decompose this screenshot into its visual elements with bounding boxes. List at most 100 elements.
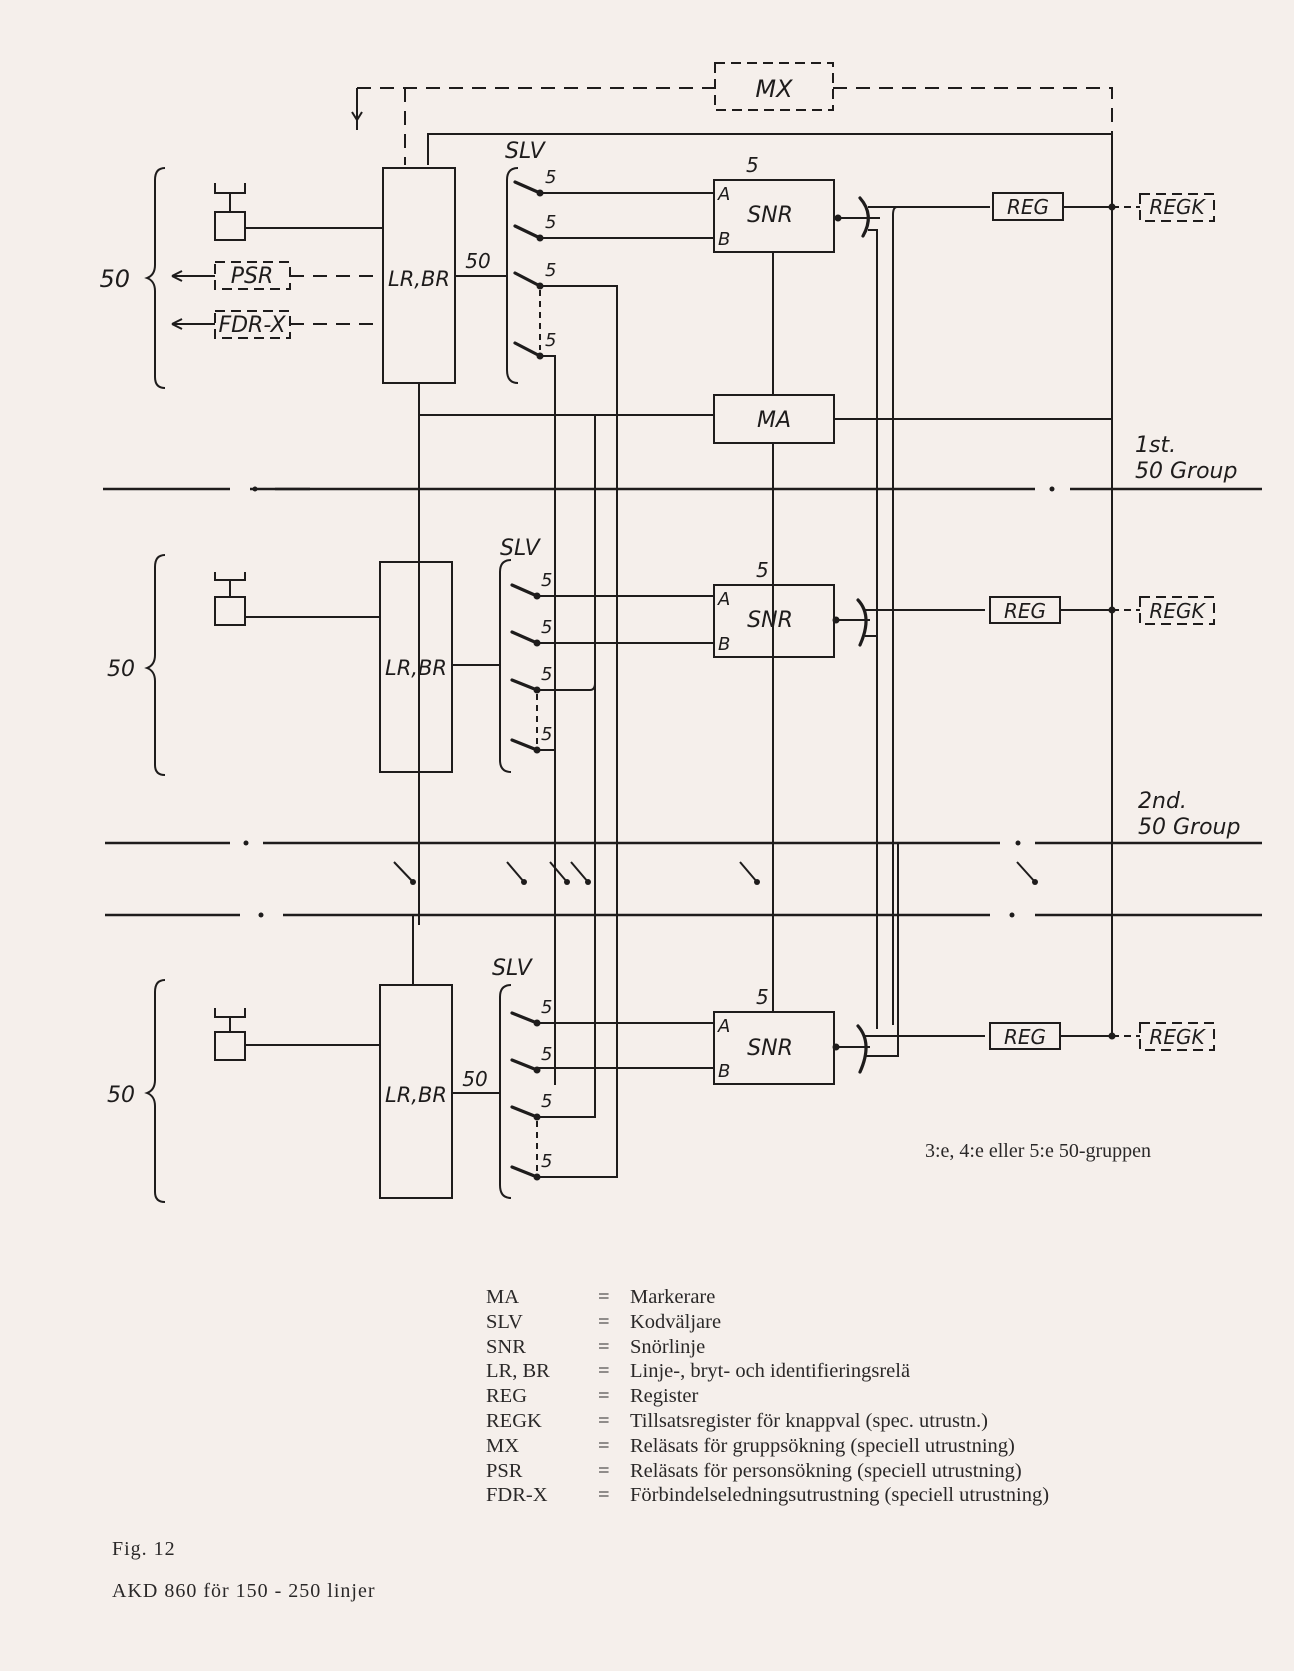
group-2-label-line2: 50 Group xyxy=(1138,815,1240,840)
legend-eq: = xyxy=(598,1360,610,1383)
jack-wires xyxy=(865,843,985,1057)
legend-item: LR, BR = Linje-, bryt- och identifieringsr… xyxy=(486,1359,1049,1384)
separator-dot xyxy=(1015,840,1021,846)
legend-desc: Markerare xyxy=(630,1286,716,1308)
group-2-brace xyxy=(144,554,166,776)
mx-box xyxy=(714,62,834,111)
slv-bracket xyxy=(506,167,519,384)
snr-label: SNR xyxy=(747,1036,793,1061)
figure-title: AKD 860 för 150 - 250 linjer xyxy=(112,1580,376,1602)
slv-count: 5 xyxy=(545,167,556,188)
legend: MA=Markerare SLV=Kodväljare SNR=Snörlinj… xyxy=(486,1285,1049,1508)
slv-count: 5 xyxy=(541,617,552,638)
legend-abbr: MX xyxy=(486,1434,520,1457)
psr-label: PSR xyxy=(231,264,274,289)
slv-label: SLV xyxy=(500,536,542,561)
slv-count: 5 xyxy=(541,1151,552,1172)
additional-groups-note: 3:e, 4:e eller 5:e 50-gruppen xyxy=(925,1140,1152,1162)
legend-eq: = xyxy=(598,1484,610,1507)
regk-box xyxy=(1139,596,1215,625)
group-link-switches xyxy=(393,861,1038,885)
legend-desc: Linje-, bryt- och identifieringsrelä xyxy=(630,1360,911,1383)
contact-dot xyxy=(832,616,840,624)
regk-label: REGK xyxy=(1149,599,1206,623)
snr-count: 5 xyxy=(756,558,769,582)
legend-desc: Reläsats för personsökning (speciell utr… xyxy=(630,1459,1022,1482)
slv-label: SLV xyxy=(505,139,547,164)
group-1-line-count: 50 xyxy=(99,265,130,293)
legend-desc: Tillsatsregister för knappval (spec. utr… xyxy=(630,1409,988,1432)
slv-bracket xyxy=(499,559,512,773)
slv-count: 5 xyxy=(541,570,552,591)
legend-abbr: LR, BR xyxy=(486,1360,550,1383)
slv-count: 5 xyxy=(541,664,552,685)
separator-dot xyxy=(258,912,264,918)
group-1-label-line2: 50 Group xyxy=(1135,459,1237,484)
regk-label: REGK xyxy=(1149,1025,1206,1049)
legend-desc: Snörlinje xyxy=(630,1335,706,1358)
legend-item: PSR=Reläsats för personsökning (speciell… xyxy=(486,1459,1049,1484)
telephone-icon xyxy=(214,183,246,212)
legend-eq: = xyxy=(598,1459,610,1482)
reg-label: REG xyxy=(1004,1025,1046,1049)
group-1-brace xyxy=(144,167,166,389)
contact-dot xyxy=(521,879,527,885)
legend-item: MA=Markerare xyxy=(486,1285,1049,1310)
telephone-set xyxy=(214,1031,246,1061)
legend-abbr: REG xyxy=(486,1385,527,1408)
group-1-label-line1: 1st. xyxy=(1135,433,1176,458)
mx-unit: MX xyxy=(351,62,1113,170)
lr-br-box xyxy=(379,561,453,773)
slv-count: 5 xyxy=(541,724,552,745)
reg-link xyxy=(1060,915,1113,1037)
slv-bracket xyxy=(499,984,512,1199)
separator-dot xyxy=(243,840,249,846)
group-3-brace xyxy=(144,979,166,1203)
contact-dot xyxy=(585,879,591,885)
slv-switch-contacts xyxy=(510,1011,539,1179)
group-2-line-count: 50 xyxy=(107,657,135,682)
jack-icon xyxy=(858,196,870,238)
slv-outputs xyxy=(537,595,714,751)
legend-item: SNR = Snörlinje xyxy=(486,1335,1049,1360)
telephone-icon xyxy=(214,572,246,597)
fdr-x-label: FDR-X xyxy=(218,313,286,338)
group-3: 50 LR,BR 50 SLV 5 5 5 5 SNR A B 5 REG xyxy=(107,843,1215,1203)
legend-abbr: SLV xyxy=(486,1310,523,1333)
port-b-label: B xyxy=(718,1061,730,1082)
slv-switch-contacts xyxy=(510,583,539,752)
arrow-left-icon xyxy=(171,270,215,282)
legend-eq: = xyxy=(598,1434,610,1457)
legend-abbr: SNR xyxy=(486,1335,526,1358)
separator-dot xyxy=(1049,486,1055,492)
vertical-trunks xyxy=(418,415,894,1085)
legend-item: FDR-X=Förbindelseledningsutrustning (spe… xyxy=(486,1483,1049,1508)
telephone-icon xyxy=(214,1008,246,1032)
slv-switch-contacts xyxy=(513,180,542,358)
legend-item: REGK=Tillsatsregister för knappval (spec… xyxy=(486,1409,1049,1434)
snr-label: SNR xyxy=(747,608,793,633)
lr-br-box xyxy=(379,984,453,1199)
slv-count: 5 xyxy=(545,260,556,281)
legend-eq: = xyxy=(598,1335,610,1358)
slv-outputs xyxy=(540,192,714,415)
slv-count: 5 xyxy=(541,1091,552,1112)
port-b-label: B xyxy=(718,634,730,655)
legend-abbr: FDR-X xyxy=(486,1484,548,1507)
regk-box xyxy=(1139,193,1215,222)
telephone-set xyxy=(214,596,246,626)
lr-slv-count: 50 xyxy=(462,1067,487,1091)
jack-icon xyxy=(856,598,868,647)
contact-dot xyxy=(410,879,416,885)
reg-label: REG xyxy=(1004,599,1046,623)
legend-eq: = xyxy=(598,1409,610,1432)
contact-dot xyxy=(564,879,570,885)
group-3-line-count: 50 xyxy=(107,1083,135,1108)
group-2-label-line1: 2nd. xyxy=(1138,789,1187,814)
snr-label: SNR xyxy=(747,203,793,228)
group-2: 50 LR,BR SLV 5 5 5 5 SNR A B 5 REG RE xyxy=(107,536,1215,776)
regk-box xyxy=(1139,1022,1215,1051)
slv-count: 5 xyxy=(545,212,556,233)
snr-count: 5 xyxy=(756,985,769,1009)
mx-dashed-link xyxy=(357,87,1113,170)
